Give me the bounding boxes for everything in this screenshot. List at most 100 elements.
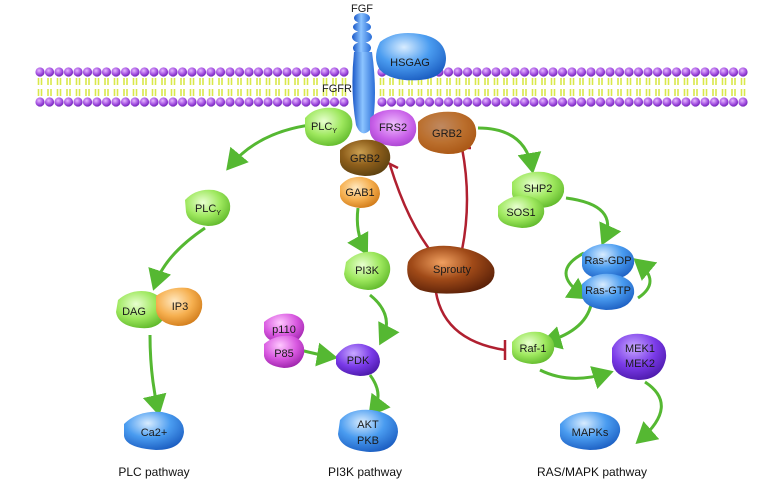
membrane-lipid-tail: [588, 89, 594, 96]
membrane-lipid-head: [405, 97, 416, 107]
membrane-lipid-tail: [436, 89, 442, 96]
membrane-lipid-tail: [142, 78, 147, 85]
membrane-lipid-tail: [683, 89, 689, 96]
membrane-lipid-tail: [541, 78, 546, 85]
membrane-lipid-head: [462, 67, 473, 77]
membrane-lipid-tail: [740, 89, 746, 96]
membrane-lipid-head: [187, 67, 197, 77]
membrane-lipid-head: [149, 97, 159, 107]
membrane-lipid-tail: [237, 78, 242, 85]
membrane-lipid-tail: [493, 78, 499, 85]
membrane-lipid-head: [529, 97, 539, 107]
membrane-lipid-head: [557, 67, 568, 77]
membrane-lipid-head: [339, 97, 349, 107]
membrane-lipid-tail: [294, 89, 299, 96]
membrane-lipid-head: [671, 67, 682, 77]
membrane-lipid-tail: [123, 89, 128, 96]
membrane-lipid-head: [263, 97, 273, 107]
membrane-lipid-head: [234, 67, 245, 77]
node-plcg-mid: PLCY: [185, 189, 231, 226]
membrane-lipid-tail: [512, 89, 518, 96]
node-ca: Ca2+: [124, 411, 184, 450]
membrane-lipid-tail: [588, 78, 594, 85]
membrane-lipid-tail: [246, 89, 252, 96]
svg-text:PLCY: PLCY: [195, 203, 221, 217]
membrane-lipid-tail: [341, 89, 347, 96]
membrane-lipid-head: [481, 67, 492, 77]
membrane-lipid-tail: [132, 78, 138, 85]
fgfr-receptor: [352, 13, 375, 134]
membrane-lipid-head: [652, 97, 663, 107]
membrane-lipid-tail: [427, 89, 432, 96]
membrane-lipid-head: [472, 97, 482, 107]
membrane-lipid-tail: [474, 78, 480, 85]
membrane-lipid-head: [272, 67, 283, 77]
membrane-lipid-head: [567, 67, 577, 77]
svg-text:PKB: PKB: [357, 435, 379, 447]
membrane-lipid-head: [73, 97, 83, 107]
membrane-lipid-head: [719, 97, 729, 107]
membrane-lipid-tail: [284, 78, 290, 85]
membrane-lipid-tail: [303, 89, 309, 96]
membrane-lipid-tail: [740, 78, 746, 85]
membrane-lipid-head: [310, 97, 321, 107]
membrane-lipid-head: [130, 67, 140, 77]
membrane-lipid-head: [709, 97, 720, 107]
membrane-lipid-head: [738, 97, 748, 107]
membrane-lipid-head: [101, 67, 112, 77]
membrane-lipid-head: [538, 67, 549, 77]
membrane-lipid-tail: [569, 78, 575, 85]
node-dag: DAG: [116, 291, 167, 329]
membrane-lipid-head: [700, 67, 710, 77]
membrane-lipid-tail: [484, 78, 489, 85]
membrane-lipid-head: [120, 97, 131, 107]
node-akt-pkb: AKT PKB: [338, 409, 398, 452]
membrane-lipid-tail: [645, 78, 651, 85]
membrane-lipid-head: [557, 97, 568, 107]
membrane-lipid-head: [177, 67, 188, 77]
membrane-lipid-tail: [465, 78, 470, 85]
membrane-lipid-head: [728, 97, 739, 107]
membrane-lipid-tail: [389, 89, 394, 96]
membrane-lipid-tail: [455, 89, 461, 96]
membrane-lipid-tail: [474, 89, 480, 96]
membrane-lipid-head: [63, 67, 74, 77]
membrane-lipid-tail: [66, 78, 71, 85]
node-ras-gdp: Ras-GDP: [582, 243, 635, 280]
membrane-lipid-tail: [56, 89, 62, 96]
node-frs2: FRS2: [370, 109, 417, 147]
svg-text:P85: P85: [274, 348, 294, 360]
inhibit-raf1: [433, 284, 506, 352]
membrane-lipid-tail: [379, 89, 385, 96]
membrane-lipid-tail: [712, 89, 717, 96]
membrane-lipid-head: [320, 97, 330, 107]
svg-text:SHP2: SHP2: [524, 183, 553, 195]
membrane-lipid-head: [472, 67, 482, 77]
membrane-lipid-tail: [617, 89, 622, 96]
membrane-lipid-head: [662, 67, 672, 77]
membrane-lipid-head: [510, 97, 520, 107]
membrane-lipid-head: [738, 67, 748, 77]
membrane-lipid-tail: [721, 89, 727, 96]
node-mapks: MAPKs: [560, 411, 621, 450]
membrane-lipid-tail: [341, 78, 347, 85]
svg-text:PDK: PDK: [347, 355, 370, 367]
svg-text:AKT: AKT: [357, 419, 379, 431]
membrane-lipid-tail: [227, 89, 233, 96]
membrane-lipid-head: [614, 97, 625, 107]
membrane-lipid-tail: [218, 89, 223, 96]
svg-text:PI3K: PI3K: [355, 265, 380, 277]
membrane-lipid-head: [282, 67, 292, 77]
membrane-lipid-tail: [693, 78, 698, 85]
membrane-lipid-tail: [313, 89, 318, 96]
membrane-lipid-head: [139, 67, 150, 77]
membrane-lipid-tail: [113, 89, 119, 96]
membrane-lipid-tail: [37, 89, 43, 96]
svg-text:MAPKs: MAPKs: [572, 427, 609, 439]
membrane-lipid-tail: [579, 78, 584, 85]
membrane-lipid-head: [206, 67, 216, 77]
membrane-lipid-head: [453, 67, 463, 77]
membrane-lipid-tail: [294, 78, 299, 85]
membrane-lipid-head: [111, 97, 121, 107]
